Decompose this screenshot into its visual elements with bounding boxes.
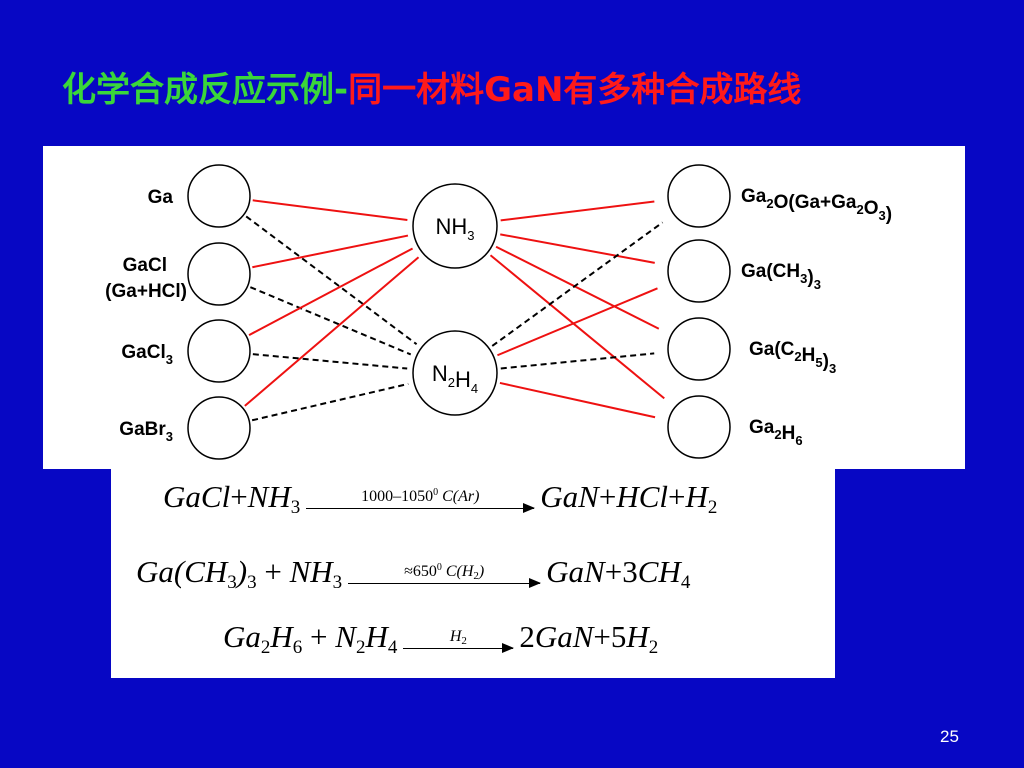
equation-reactants: GaCl+NH3 — [163, 479, 301, 518]
precursor-node-GaC2H53 — [667, 317, 731, 381]
reactant-node-Ga — [187, 164, 251, 228]
reactant-node-GaBr3 — [187, 396, 251, 460]
connection-N2H4-Ga2O — [491, 221, 664, 347]
connection-NH3-GaC2H53 — [495, 245, 660, 330]
connection-Ga-N2H4 — [245, 215, 418, 345]
connection-GaCl3-NH3 — [248, 247, 414, 336]
reaction-arrow: 1000–10500 C(Ar) — [306, 487, 536, 513]
connection-NH3-GaCH33 — [500, 233, 655, 264]
page-number: 25 — [940, 727, 959, 746]
precursor-node-Ga2O — [667, 164, 731, 228]
precursor-node-Ga2H6 — [667, 395, 731, 459]
connection-N2H4-GaC2H53 — [500, 352, 655, 370]
nitrogen-source-label-NH3: NH3 — [435, 214, 474, 243]
equation-ga2h6-n2h4: Ga2H6 + N2H4 H2 2GaN+5H2 — [223, 619, 659, 658]
reactant-label-GaCl3: GaCl3 — [121, 342, 173, 367]
equation-products: GaN+HCl+H2 — [540, 479, 718, 518]
reaction-condition: H2 — [449, 628, 467, 647]
reactant-label-GaCl-detail: (Ga+HCl) — [105, 281, 187, 302]
reaction-condition: 1000–10500 C(Ar) — [361, 487, 480, 506]
reactant-node-GaCl — [187, 242, 251, 306]
reaction-arrow: ≈6500 C(H2) — [348, 562, 542, 588]
equation-products: GaN+3CH4 — [546, 554, 691, 593]
reactant-label-Ga: Ga — [148, 187, 174, 208]
slide-title: 化学合成反应示例-同一材料GaN有多种合成路线 — [62, 62, 801, 111]
equation-reactants: Ga(CH3)3 + NH3 — [136, 554, 343, 593]
nitrogen-source-node-NH3 — [412, 183, 498, 269]
precursor-label-Ga2O: Ga2O(Ga+Ga2O3) — [741, 186, 892, 225]
connection-GaCl-N2H4 — [249, 286, 412, 356]
nitrogen-source-node-N2H4 — [412, 330, 498, 416]
title-part-red: 同一材料GaN有多种合成路线 — [348, 70, 802, 110]
nitrogen-source-label-N2H4: N2H4 — [432, 361, 478, 396]
connection-NH3-Ga2H6 — [489, 254, 665, 400]
reaction-condition: ≈6500 C(H2) — [404, 562, 485, 582]
precursor-node-GaCH33 — [667, 239, 731, 303]
precursor-label-Ga2H6: Ga2H6 — [749, 417, 803, 448]
precursor-label-GaC2H53: Ga(C2H5)3 — [749, 339, 836, 376]
equation-products: 2GaN+5H2 — [519, 619, 659, 658]
connection-N2H4-Ga2H6 — [499, 381, 656, 419]
connection-GaCl3-N2H4 — [252, 353, 408, 370]
title-part-green: 化学合成反应示例- — [62, 70, 349, 110]
connection-N2H4-GaCH33 — [497, 287, 658, 357]
arrow-line — [403, 643, 515, 653]
reactant-label-GaCl: GaCl — [123, 255, 167, 276]
equation-panel: GaCl+NH3 1000–10500 C(Ar) GaN+HCl+H2 Ga(CH… — [111, 469, 835, 678]
arrow-line — [348, 578, 542, 588]
reactant-node-GaCl3 — [187, 319, 251, 383]
connection-Ga-NH3 — [252, 199, 408, 221]
equation-gacl-nh3: GaCl+NH3 1000–10500 C(Ar) GaN+HCl+H2 — [163, 479, 718, 518]
connection-lines — [244, 199, 665, 422]
precursor-label-GaCH33: Ga(CH3)3 — [741, 261, 821, 292]
reaction-arrow: H2 — [403, 628, 515, 653]
connection-GaCl-NH3 — [252, 234, 409, 269]
equation-gach3-nh3: Ga(CH3)3 + NH3 ≈6500 C(H2) GaN+3CH4 — [136, 554, 691, 593]
connection-GaBr3-N2H4 — [251, 382, 409, 422]
equation-reactants: Ga2H6 + N2H4 — [223, 619, 398, 658]
connection-GaBr3-NH3 — [244, 256, 420, 407]
arrow-line — [306, 503, 536, 513]
connection-NH3-Ga2O — [500, 200, 655, 222]
reactant-label-GaBr3: GaBr3 — [119, 419, 173, 444]
